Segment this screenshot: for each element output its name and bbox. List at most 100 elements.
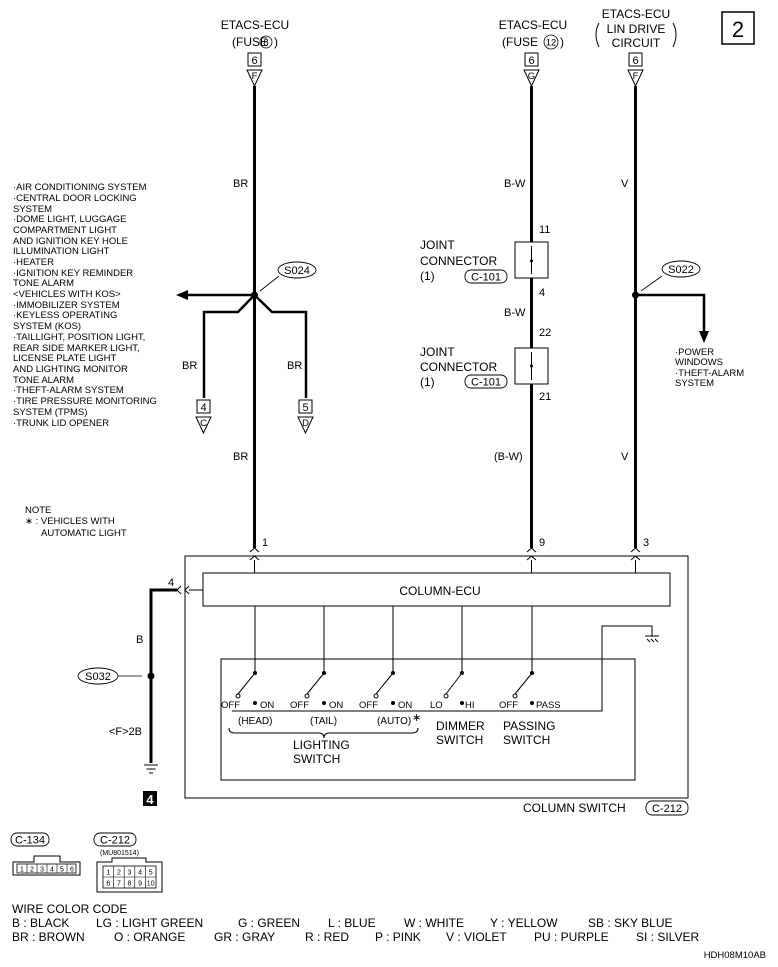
column-ecu: COLUMN-ECU	[202, 572, 671, 607]
svg-text:PU : PURPLE: PU : PURPLE	[534, 930, 609, 944]
wire-color-code: WIRE COLOR CODE B : BLACK LG : LIGHT GRE…	[12, 902, 699, 944]
svg-text:B: B	[136, 634, 143, 646]
svg-text:): )	[560, 35, 564, 49]
svg-text:COLUMN-ECU: COLUMN-ECU	[399, 584, 480, 598]
svg-text:LIGHTING: LIGHTING	[293, 738, 350, 752]
svg-text:SYSTEM (KOS): SYSTEM (KOS)	[13, 321, 81, 332]
svg-text:REAR SIDE MARKER LIGHT,: REAR SIDE MARKER LIGHT,	[13, 343, 140, 354]
svg-text:4: 4	[50, 867, 54, 874]
switch-signal-wires	[254, 606, 533, 673]
switch-dimmer: LO HI DIMMER SWITCH	[430, 671, 485, 747]
wire-label-bw-mid: B-W	[504, 307, 526, 319]
svg-text:7: 7	[117, 881, 121, 888]
svg-text:8: 8	[128, 881, 132, 888]
svg-text:WINDOWS: WINDOWS	[675, 357, 723, 368]
svg-text:AUTOMATIC LIGHT: AUTOMATIC LIGHT	[41, 528, 127, 539]
wire-label-br-bottom: BR	[233, 451, 248, 463]
svg-text:3: 3	[128, 870, 132, 877]
svg-text:·CENTRAL DOOR LOCKING: ·CENTRAL DOOR LOCKING	[13, 193, 137, 204]
pin-9-label: 9	[539, 537, 545, 549]
svg-text:·TAILLIGHT, POSITION LIGHT,: ·TAILLIGHT, POSITION LIGHT,	[13, 332, 145, 343]
connector-c212: C-212 (MU801514) 1 2 3 4 5 6 7 8 9 10	[93, 832, 163, 893]
svg-text:L : BLUE: L : BLUE	[328, 916, 376, 930]
svg-text:ETACS-ECU: ETACS-ECU	[221, 18, 289, 32]
svg-text:(HEAD): (HEAD)	[238, 716, 272, 727]
svg-text:22: 22	[539, 327, 551, 339]
switch-inner-box	[220, 658, 636, 781]
svg-text:(FUSE: (FUSE	[232, 35, 268, 49]
svg-text:C-101: C-101	[471, 272, 501, 284]
svg-text:·POWER: ·POWER	[675, 347, 714, 358]
svg-text:1: 1	[106, 870, 110, 877]
source-etacs-fuse-12: ETACS-ECU (FUSE 12 ) 6 G	[499, 18, 567, 88]
switch-auto: OFF ON (AUTO) ∗	[359, 671, 421, 727]
svg-text:LIN DRIVE: LIN DRIVE	[607, 22, 666, 36]
svg-text:<F>2B: <F>2B	[109, 726, 142, 738]
wire-label-bw-bottom: (B-W)	[494, 451, 523, 463]
svg-text:12: 12	[546, 38, 557, 49]
svg-text:(1): (1)	[420, 375, 435, 389]
ecu-input-wires	[254, 560, 636, 573]
svg-text:1: 1	[20, 867, 24, 874]
svg-text:SYSTEM: SYSTEM	[13, 204, 52, 215]
svg-text:8: 8	[263, 38, 268, 49]
svg-text:·THEFT-ALARM SYSTEM: ·THEFT-ALARM SYSTEM	[13, 385, 124, 396]
note: NOTE ∗ : VEHICLES WITH AUTOMATIC LIGHT	[25, 505, 127, 539]
svg-text:OFF: OFF	[290, 700, 309, 711]
svg-text:6: 6	[70, 867, 74, 874]
svg-text:C-101: C-101	[471, 377, 501, 389]
svg-text:SWITCH: SWITCH	[436, 733, 483, 747]
svg-text:F: F	[633, 71, 639, 82]
svg-text:ETACS-ECU: ETACS-ECU	[602, 7, 670, 21]
svg-text:(FUSE: (FUSE	[502, 35, 538, 49]
svg-text:COMPARTMENT LIGHT: COMPARTMENT LIGHT	[13, 225, 117, 236]
svg-text:D: D	[302, 418, 309, 429]
svg-text:(AUTO): (AUTO)	[377, 716, 411, 727]
pin-1-label: 1	[262, 537, 268, 549]
svg-text:OFF: OFF	[499, 700, 518, 711]
svg-text:·THEFT-ALARM: ·THEFT-ALARM	[675, 368, 744, 379]
svg-text:TONE ALARM: TONE ALARM	[13, 375, 74, 386]
joint-connector-2: 22 21 JOINT CONNECTOR (1) C-101	[420, 327, 551, 403]
svg-text:OFF: OFF	[221, 700, 240, 711]
svg-text:LO: LO	[430, 700, 443, 711]
svg-text:·DOME LIGHT, LUGGAGE: ·DOME LIGHT, LUGGAGE	[13, 214, 127, 225]
svg-text:(TAIL): (TAIL)	[310, 716, 337, 727]
svg-text:2: 2	[30, 867, 34, 874]
svg-text:5: 5	[149, 870, 153, 877]
svg-text:COLUMN SWITCH: COLUMN SWITCH	[523, 801, 626, 815]
pin-3-label: 3	[643, 537, 649, 549]
svg-text:Y : YELLOW: Y : YELLOW	[490, 916, 558, 930]
left-systems-list: ·AIR CONDITIONING SYSTEM ·CENTRAL DOOR L…	[13, 182, 157, 429]
svg-text:11: 11	[539, 224, 550, 236]
svg-text:CONNECTOR: CONNECTOR	[420, 254, 497, 268]
svg-text:B : BLACK: B : BLACK	[12, 916, 69, 930]
page-number: 2	[721, 11, 755, 45]
svg-text:∗: ∗	[412, 712, 421, 724]
right-systems-list: ·POWER WINDOWS ·THEFT-ALARM SYSTEM	[675, 347, 744, 389]
splice-s022: S022	[632, 260, 709, 343]
svg-text:SB : SKY BLUE: SB : SKY BLUE	[588, 916, 673, 930]
svg-text:2: 2	[117, 870, 121, 877]
svg-text:JOINT: JOINT	[420, 238, 455, 252]
svg-text:SYSTEM: SYSTEM	[675, 378, 714, 389]
svg-text:CIRCUIT: CIRCUIT	[612, 36, 661, 50]
connector-c134: C-134 1 2 3 4 5 6	[10, 832, 81, 876]
svg-text:<VEHICLES WITH KOS>: <VEHICLES WITH KOS>	[13, 289, 121, 300]
svg-text:4: 4	[168, 577, 174, 589]
svg-text:SI : SILVER: SI : SILVER	[636, 930, 699, 944]
svg-text:21: 21	[539, 391, 551, 403]
svg-text:S022: S022	[668, 264, 694, 276]
svg-text:·HEATER: ·HEATER	[13, 257, 54, 268]
svg-text:LICENSE PLATE LIGHT: LICENSE PLATE LIGHT	[13, 353, 116, 364]
svg-text:LG : LIGHT GREEN: LG : LIGHT GREEN	[96, 916, 203, 930]
svg-text:AND LIGHTING MONITOR: AND LIGHTING MONITOR	[13, 364, 128, 375]
wire-label-br-right: BR	[287, 360, 302, 372]
svg-text:R : RED: R : RED	[305, 930, 349, 944]
ground-wire: 4 B <F>2B S032	[77, 577, 203, 774]
svg-text:F: F	[252, 71, 258, 82]
wire-label-br-top: BR	[233, 178, 248, 190]
svg-text:NOTE: NOTE	[25, 505, 51, 516]
svg-text:4: 4	[539, 287, 545, 299]
